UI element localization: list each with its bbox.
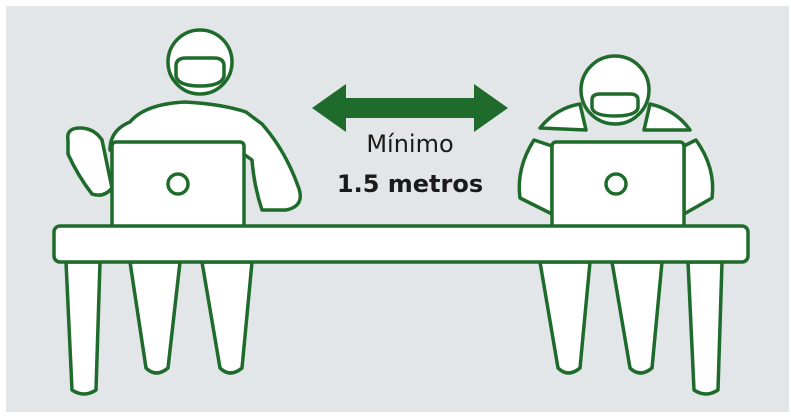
distance-label: 1.5 metros: [305, 170, 515, 198]
right-person-left-shoulder: [540, 104, 586, 130]
left-person-hand: [68, 128, 112, 195]
table-top: [54, 226, 748, 262]
right-person-left-leg: [540, 262, 590, 373]
left-laptop-logo-icon: [168, 174, 188, 194]
table-right-leg: [688, 262, 722, 394]
right-person-left-arm: [519, 140, 552, 214]
minimum-label: Mínimo: [305, 130, 515, 158]
double-arrow-icon: [312, 84, 508, 132]
right-person-right-leg: [612, 262, 662, 373]
right-person-right-arm: [684, 140, 713, 214]
table-left-leg: [66, 262, 100, 394]
right-person-mask: [592, 94, 638, 116]
left-person-left-leg: [130, 262, 180, 373]
left-person-mask: [176, 58, 224, 86]
right-person-right-shoulder: [644, 104, 690, 130]
right-laptop-logo-icon: [606, 174, 626, 194]
left-person-right-leg: [202, 262, 252, 373]
